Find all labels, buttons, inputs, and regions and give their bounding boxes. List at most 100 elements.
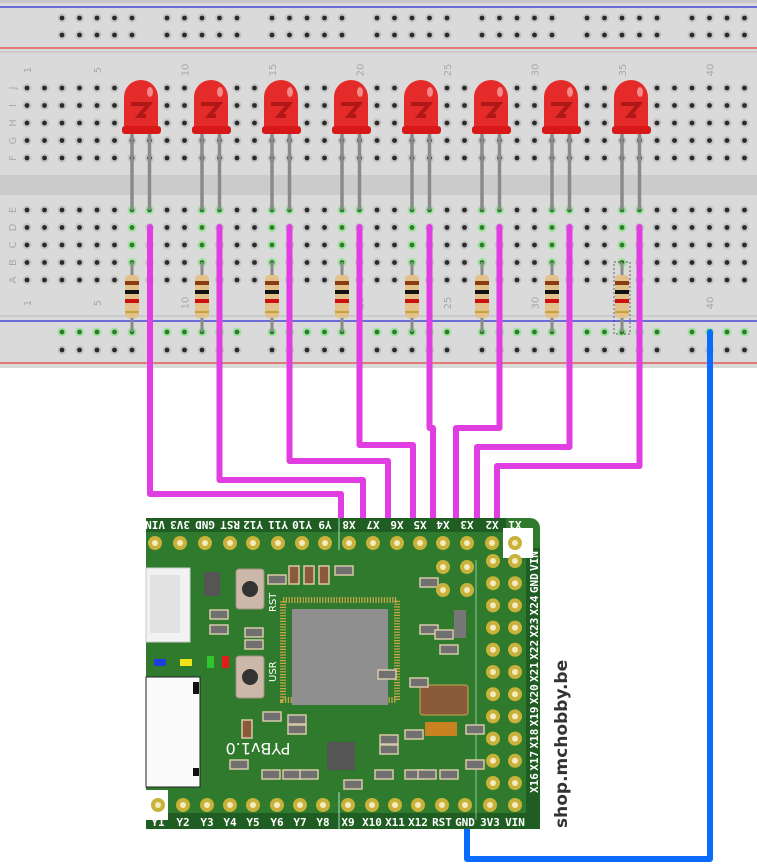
- rail-hole-center: [182, 347, 187, 353]
- rail-hole-center: [689, 32, 695, 38]
- signal-wire-8[interactable]: [494, 224, 643, 523]
- breadboard-hole-center: [304, 225, 310, 230]
- breadboard-hole-center: [77, 225, 82, 230]
- led-6[interactable]: [472, 80, 511, 210]
- breadboard-hole-center: [532, 242, 537, 248]
- signal-wire-2[interactable]: [216, 224, 366, 523]
- rail-hole-center: [479, 347, 485, 353]
- breadboard-hole-center: [252, 155, 257, 161]
- breadboard-hole-center: [42, 138, 47, 143]
- smd-component: [343, 779, 363, 790]
- signal-wire-3[interactable]: [286, 224, 391, 523]
- breadboard-hole-center: [304, 120, 310, 126]
- resistor-3[interactable]: [265, 262, 279, 332]
- row-label: J: [8, 87, 19, 91]
- breadboard-hole-center: [392, 155, 397, 161]
- column-label: 1: [23, 67, 34, 73]
- breadboard-hole-center: [24, 138, 30, 143]
- breadboard-hole-center: [234, 242, 240, 248]
- breadboard-hole-center: [584, 155, 590, 161]
- breadboard-hole-center: [724, 155, 730, 161]
- rail-hole-center: [94, 15, 100, 21]
- rail-hole-center: [234, 32, 240, 38]
- breadboard-hole-center: [584, 207, 590, 213]
- led-2[interactable]: [192, 80, 231, 210]
- breadboard-hole-center: [549, 225, 555, 230]
- resistor-body: [335, 275, 349, 318]
- breadboard-hole-center: [24, 260, 30, 265]
- breadboard-hole-center: [532, 138, 537, 143]
- ground-wire[interactable]: [464, 329, 713, 862]
- breadboard-hole-center: [42, 120, 47, 126]
- row-label: G: [8, 137, 19, 145]
- signal-wire-5[interactable]: [426, 224, 436, 523]
- resistor-1[interactable]: [125, 262, 139, 332]
- breadboard-hole-center: [112, 85, 117, 91]
- led-4[interactable]: [332, 80, 371, 210]
- breadboard-hole-center: [444, 155, 450, 161]
- breadboard-hole-center: [689, 138, 695, 143]
- breadboard-hole-center: [689, 155, 695, 161]
- rail-hole-center: [392, 347, 397, 353]
- resistor-body: [195, 275, 209, 318]
- resistor-5[interactable]: [405, 262, 419, 332]
- led-3[interactable]: [262, 80, 301, 210]
- rail-hole-center: [234, 15, 240, 21]
- resistor-4[interactable]: [335, 262, 349, 332]
- rail-hole-center: [182, 15, 187, 21]
- signal-wire-7[interactable]: [474, 224, 573, 523]
- signal-wire-6[interactable]: [453, 224, 503, 523]
- breadboard-hole-center: [59, 103, 65, 108]
- header-pin-hole: [392, 802, 398, 808]
- signal-wire-1[interactable]: [147, 224, 344, 523]
- rail-hole-center: [584, 347, 590, 353]
- rail-hole-center: [94, 329, 100, 335]
- header-pin-hole: [464, 564, 470, 570]
- resistor-band: [545, 290, 559, 294]
- yellow-status-led: [180, 659, 192, 666]
- resistor-2[interactable]: [195, 262, 209, 332]
- rail-hole-center: [532, 329, 537, 335]
- breadboard-hole-center: [252, 277, 257, 283]
- bottom-pin-label: Y8: [316, 816, 329, 829]
- rail-hole-center: [164, 15, 170, 21]
- breadboard-hole-center: [602, 138, 607, 143]
- led-5[interactable]: [402, 80, 441, 210]
- breadboard-hole-center: [742, 120, 747, 126]
- breadboard-hole-center: [707, 120, 712, 126]
- rail-hole-center: [602, 329, 607, 335]
- header-pin-hole: [394, 540, 400, 546]
- breadboard-hole-center: [304, 103, 310, 108]
- rail-hole-center: [304, 15, 310, 21]
- resistor-8[interactable]: [615, 262, 629, 332]
- rail-hole-center: [724, 32, 730, 38]
- resistor-band: [125, 281, 139, 285]
- breadboard-hole-center: [374, 225, 380, 230]
- center-channel: [0, 175, 757, 195]
- led-1[interactable]: [122, 80, 161, 210]
- right-pin-label: X16: [528, 773, 541, 793]
- rail-hole-center: [304, 32, 310, 38]
- header-pin-hole: [490, 580, 496, 587]
- right-pin-label: GND: [528, 573, 541, 593]
- resistor-band: [335, 281, 349, 285]
- rail-hole-center: [409, 347, 415, 353]
- resistor-6[interactable]: [475, 262, 489, 332]
- breadboard-hole-center: [304, 138, 310, 143]
- led-rim: [542, 126, 581, 134]
- smd-component: [287, 714, 307, 725]
- top-pin-label: X7: [366, 518, 379, 531]
- led-7[interactable]: [542, 80, 581, 210]
- signal-wire-4[interactable]: [356, 224, 416, 523]
- header-pin-hole: [299, 540, 305, 546]
- rail-hole-center: [479, 32, 485, 38]
- header-pin-hole: [490, 713, 496, 720]
- breadboard-hole-center: [234, 138, 240, 143]
- resistor-band: [125, 311, 139, 313]
- led-8[interactable]: [612, 80, 651, 210]
- column-label: 35: [618, 64, 629, 77]
- smd-component: [262, 711, 282, 722]
- header-pin-hole: [415, 802, 421, 808]
- breadboard-hole-center: [199, 225, 205, 230]
- resistor-7[interactable]: [545, 262, 559, 332]
